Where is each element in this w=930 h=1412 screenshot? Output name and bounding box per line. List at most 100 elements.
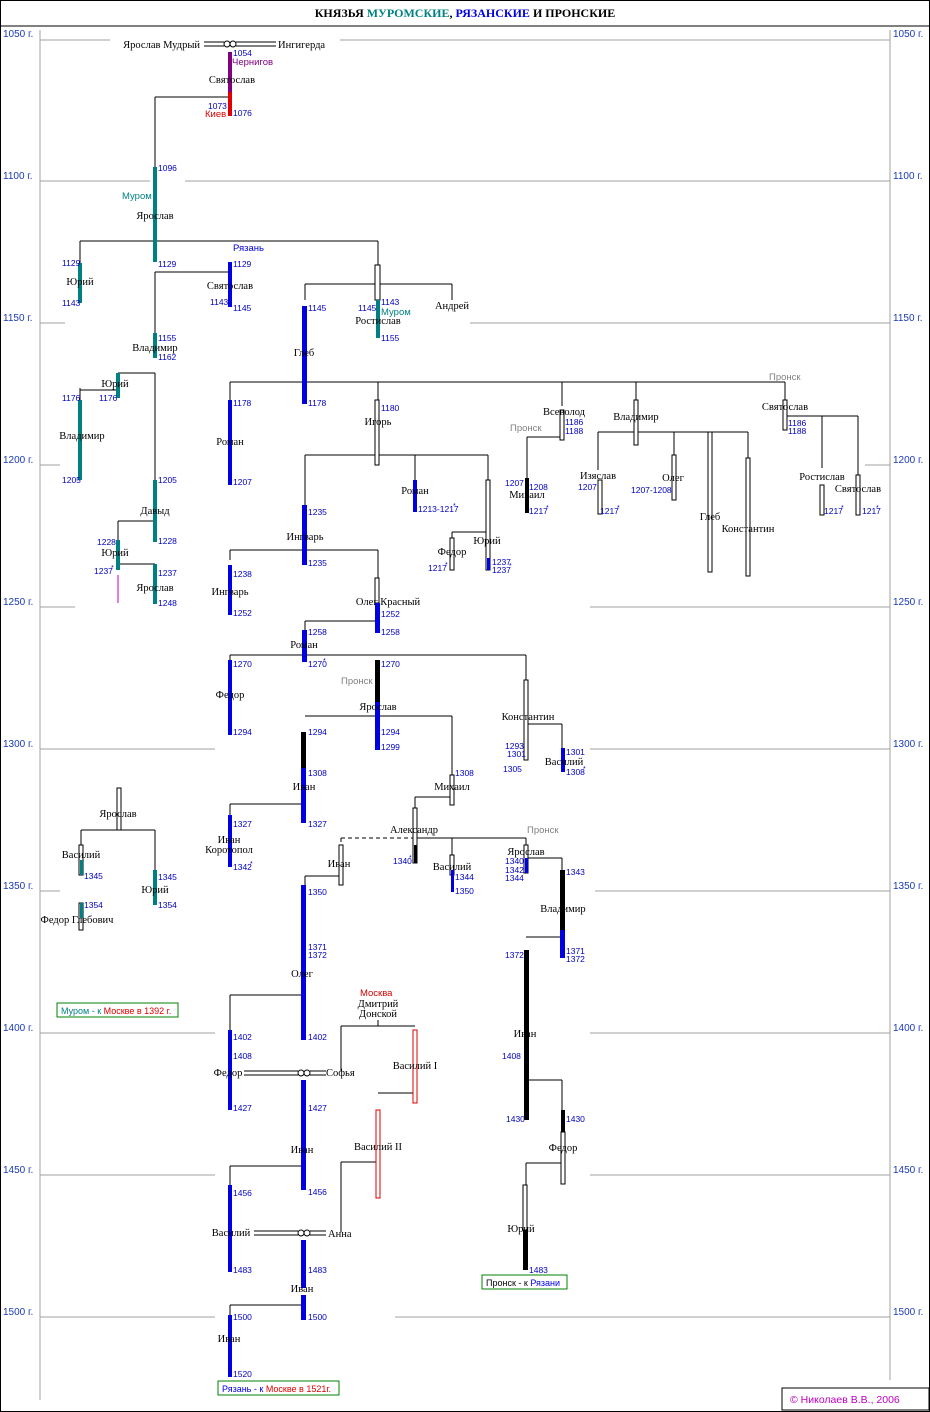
svg-text:1371: 1371 — [308, 942, 327, 952]
svg-text:Константин: Константин — [502, 712, 555, 723]
svg-text:Василий II: Василий II — [354, 1142, 403, 1153]
svg-text:Юрий: Юрий — [473, 536, 501, 547]
svg-text:Пронск: Пронск — [769, 372, 801, 383]
svg-text:Федор: Федор — [214, 1068, 243, 1079]
svg-text:*: * — [617, 505, 620, 512]
svg-text:1408: 1408 — [233, 1051, 252, 1061]
svg-text:Иван: Иван — [218, 1334, 241, 1345]
svg-text:Ярослав: Ярослав — [136, 211, 173, 222]
year-labels: 1054 1073 1076 1096 1129 1129 1143 1129 … — [62, 48, 881, 1379]
svg-text:1372: 1372 — [566, 954, 585, 964]
svg-text:1308: 1308 — [455, 768, 474, 778]
svg-text:1270: 1270 — [308, 659, 327, 669]
svg-text:1483: 1483 — [308, 1265, 327, 1275]
svg-text:1430: 1430 — [566, 1114, 585, 1124]
svg-text:1500 г.: 1500 г. — [893, 1307, 923, 1318]
svg-text:1207: 1207 — [505, 478, 524, 488]
svg-text:1217: 1217 — [428, 563, 447, 573]
page-title: КНЯЗЬЯ МУРОМСКИЕ, РЯЗАНСКИЕ И ПРОНСКИЕ — [315, 6, 616, 20]
svg-text:1270: 1270 — [381, 659, 400, 669]
svg-text:1162: 1162 — [158, 352, 177, 362]
svg-text:1301: 1301 — [507, 749, 526, 759]
svg-text:*: * — [111, 565, 114, 572]
svg-text:Пронск: Пронск — [527, 825, 559, 836]
svg-text:*: * — [876, 505, 879, 512]
svg-text:1237: 1237 — [158, 568, 177, 578]
svg-text:Александр: Александр — [390, 825, 438, 836]
svg-text:Рязань - к Москве в 1521г.: Рязань - к Москве в 1521г. — [222, 1384, 331, 1394]
svg-text:1301: 1301 — [566, 747, 585, 757]
svg-text:*: * — [453, 503, 456, 510]
svg-text:Олег Красный: Олег Красный — [356, 597, 421, 608]
svg-text:Ростислав: Ростислав — [355, 316, 401, 327]
svg-text:1456: 1456 — [233, 1188, 252, 1198]
svg-text:1294: 1294 — [233, 727, 252, 737]
svg-text:1155: 1155 — [158, 333, 177, 343]
svg-text:1340: 1340 — [393, 856, 412, 866]
svg-text:Давыд: Давыд — [140, 506, 170, 517]
svg-text:1145: 1145 — [233, 303, 252, 313]
note-pronsk: Пронск - к Рязани — [481, 1274, 568, 1290]
svg-text:Владимир: Владимир — [59, 431, 104, 442]
svg-text:1176: 1176 — [99, 393, 118, 403]
svg-text:1250 г.: 1250 г. — [3, 597, 33, 608]
svg-text:1270: 1270 — [233, 659, 252, 669]
svg-text:1354: 1354 — [158, 900, 177, 910]
svg-text:1217: 1217 — [600, 506, 619, 516]
svg-text:Пронск: Пронск — [341, 676, 373, 687]
svg-text:Иван: Иван — [218, 835, 241, 846]
svg-text:Ингигерда: Ингигерда — [278, 40, 325, 51]
svg-text:1483: 1483 — [233, 1265, 252, 1275]
svg-text:Иван: Иван — [514, 1029, 537, 1040]
svg-text:Василий: Василий — [62, 850, 101, 861]
svg-text:Иван: Иван — [291, 1145, 314, 1156]
svg-text:1252: 1252 — [381, 609, 400, 619]
svg-text:1371: 1371 — [566, 946, 585, 956]
svg-text:Муром - к Москве в 1392 г.: Муром - к Москве в 1392 г. — [61, 1006, 171, 1016]
svg-text:Коротопол: Коротопол — [205, 845, 253, 856]
svg-text:Святослав: Святослав — [835, 484, 881, 495]
svg-text:1327: 1327 — [308, 819, 327, 829]
reign-bars — [78, 52, 861, 1377]
svg-text:Владимир: Владимир — [613, 412, 658, 423]
svg-text:1402: 1402 — [308, 1032, 327, 1042]
svg-text:1145: 1145 — [358, 303, 377, 313]
svg-text:1143: 1143 — [210, 297, 229, 307]
svg-text:Андрей: Андрей — [435, 301, 469, 312]
svg-text:Олег: Олег — [662, 473, 684, 484]
svg-text:Анна: Анна — [328, 1229, 352, 1240]
svg-text:1345: 1345 — [84, 871, 103, 881]
svg-text:1217: 1217 — [862, 506, 881, 516]
svg-text:Ярослав: Ярослав — [359, 702, 396, 713]
svg-text:1178: 1178 — [233, 398, 252, 408]
svg-text:Ростислав: Ростислав — [799, 472, 845, 483]
svg-text:1258: 1258 — [308, 627, 327, 637]
svg-text:Иван: Иван — [328, 859, 351, 870]
svg-text:1427: 1427 — [308, 1103, 327, 1113]
svg-text:1430: 1430 — [506, 1114, 525, 1124]
svg-text:1354: 1354 — [84, 900, 103, 910]
svg-text:1327: 1327 — [233, 819, 252, 829]
svg-text:1207-1208: 1207-1208 — [631, 485, 672, 495]
svg-text:1450 г.: 1450 г. — [3, 1165, 33, 1176]
svg-text:1186: 1186 — [788, 418, 807, 428]
svg-text:1350: 1350 — [308, 887, 327, 897]
svg-text:Юрий: Юрий — [101, 379, 129, 390]
note-ryazan: Рязань - к Москве в 1521г. — [217, 1380, 340, 1396]
svg-text:*: * — [409, 855, 412, 862]
svg-text:Рязань: Рязань — [233, 243, 264, 254]
svg-text:Роман: Роман — [401, 486, 429, 497]
svg-text:1299: 1299 — [381, 742, 400, 752]
svg-text:Михаил: Михаил — [434, 782, 470, 793]
svg-text:*: * — [583, 766, 586, 773]
svg-text:1238: 1238 — [233, 569, 252, 579]
svg-text:1200 г.: 1200 г. — [3, 455, 33, 466]
svg-text:1208: 1208 — [529, 482, 548, 492]
svg-text:1129: 1129 — [158, 259, 177, 269]
svg-text:1176: 1176 — [62, 393, 81, 403]
svg-text:1483: 1483 — [529, 1265, 548, 1275]
svg-text:Всеволод: Всеволод — [543, 407, 586, 418]
copyright-box: © Николаев В.В., 2006 — [781, 1387, 930, 1411]
svg-text:1205: 1205 — [158, 475, 177, 485]
svg-text:1150 г.: 1150 г. — [3, 313, 33, 324]
